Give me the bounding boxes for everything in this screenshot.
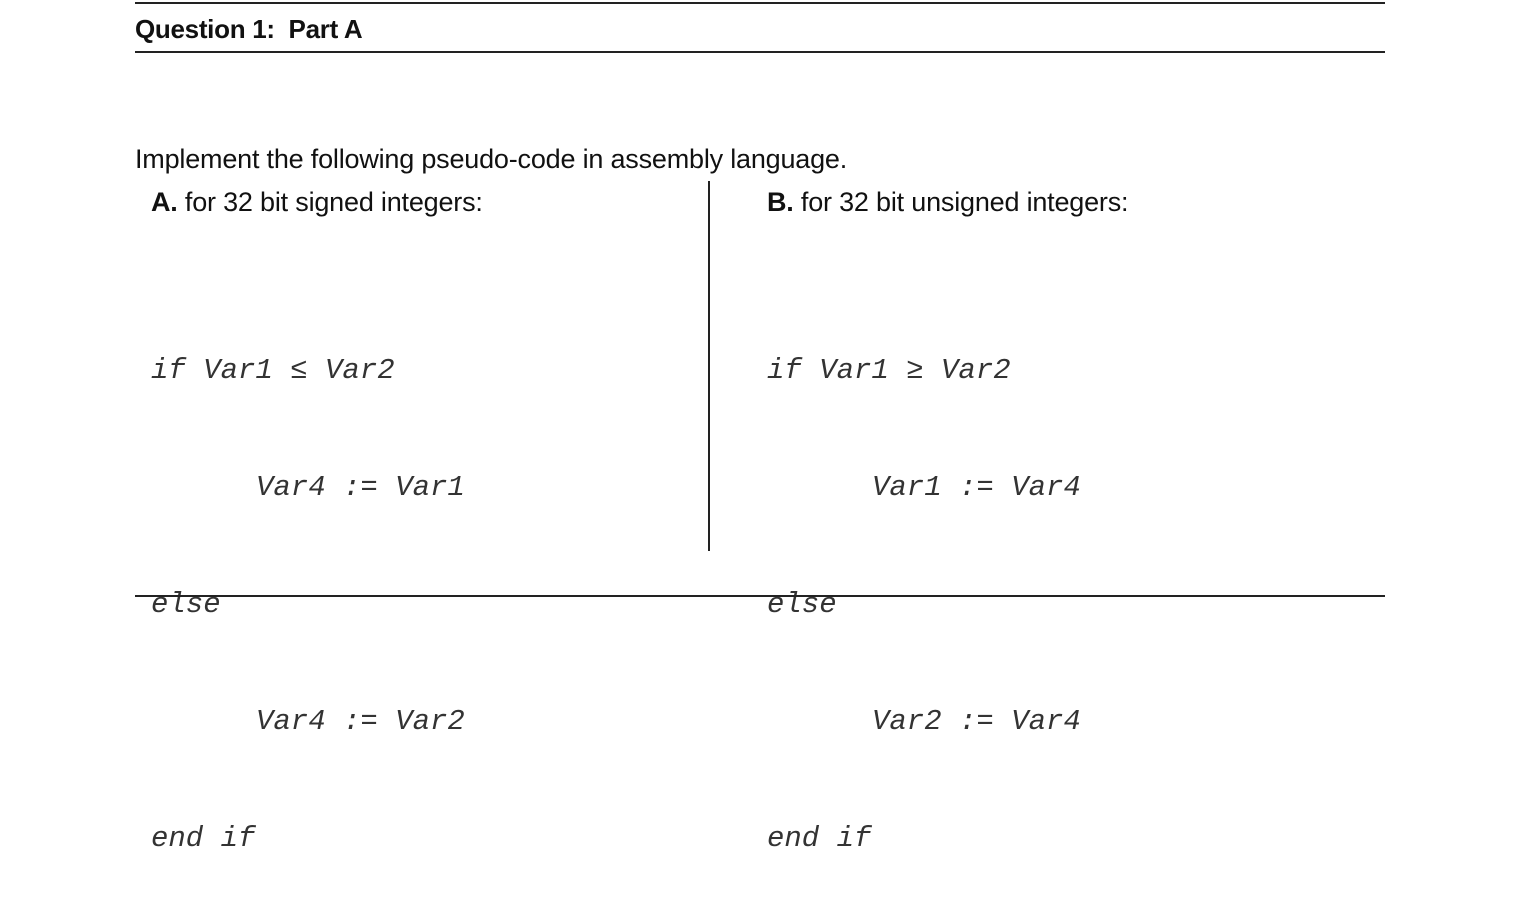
column-divider bbox=[708, 181, 710, 551]
code-line: if Var1 ≥ Var2 bbox=[767, 354, 1011, 387]
heading-underline-rule bbox=[135, 51, 1385, 53]
top-rule bbox=[135, 2, 1385, 4]
code-line: Var4 := Var1 bbox=[256, 471, 465, 504]
part-a-letter: A. bbox=[151, 187, 178, 217]
part-b-letter: B. bbox=[767, 187, 794, 217]
code-line: Var1 := Var4 bbox=[872, 471, 1081, 504]
part-b-description: for 32 bit unsigned integers: bbox=[793, 187, 1129, 217]
part-a-description: for 32 bit signed integers: bbox=[177, 187, 483, 217]
part-b-label: B. for 32 bit unsigned integers: bbox=[767, 187, 1129, 218]
code-line: end if bbox=[767, 822, 872, 855]
code-line: else bbox=[767, 588, 837, 621]
code-line: if Var1 ≤ Var2 bbox=[151, 354, 395, 387]
code-line: end if bbox=[151, 822, 256, 855]
bottom-rule bbox=[135, 595, 1385, 597]
code-line: Var4 := Var2 bbox=[256, 705, 465, 738]
part-b-pseudocode: if Var1 ≥ Var2 Var1 := Var4 else Var2 :=… bbox=[767, 273, 1081, 897]
part-a-label: A. for 32 bit signed integers: bbox=[151, 187, 483, 218]
question-heading: Question 1: Part A bbox=[135, 14, 363, 44]
code-line: else bbox=[151, 588, 221, 621]
code-line: Var2 := Var4 bbox=[872, 705, 1081, 738]
part-a-pseudocode: if Var1 ≤ Var2 Var4 := Var1 else Var4 :=… bbox=[151, 273, 465, 897]
instruction-text: Implement the following pseudo-code in a… bbox=[135, 144, 848, 174]
